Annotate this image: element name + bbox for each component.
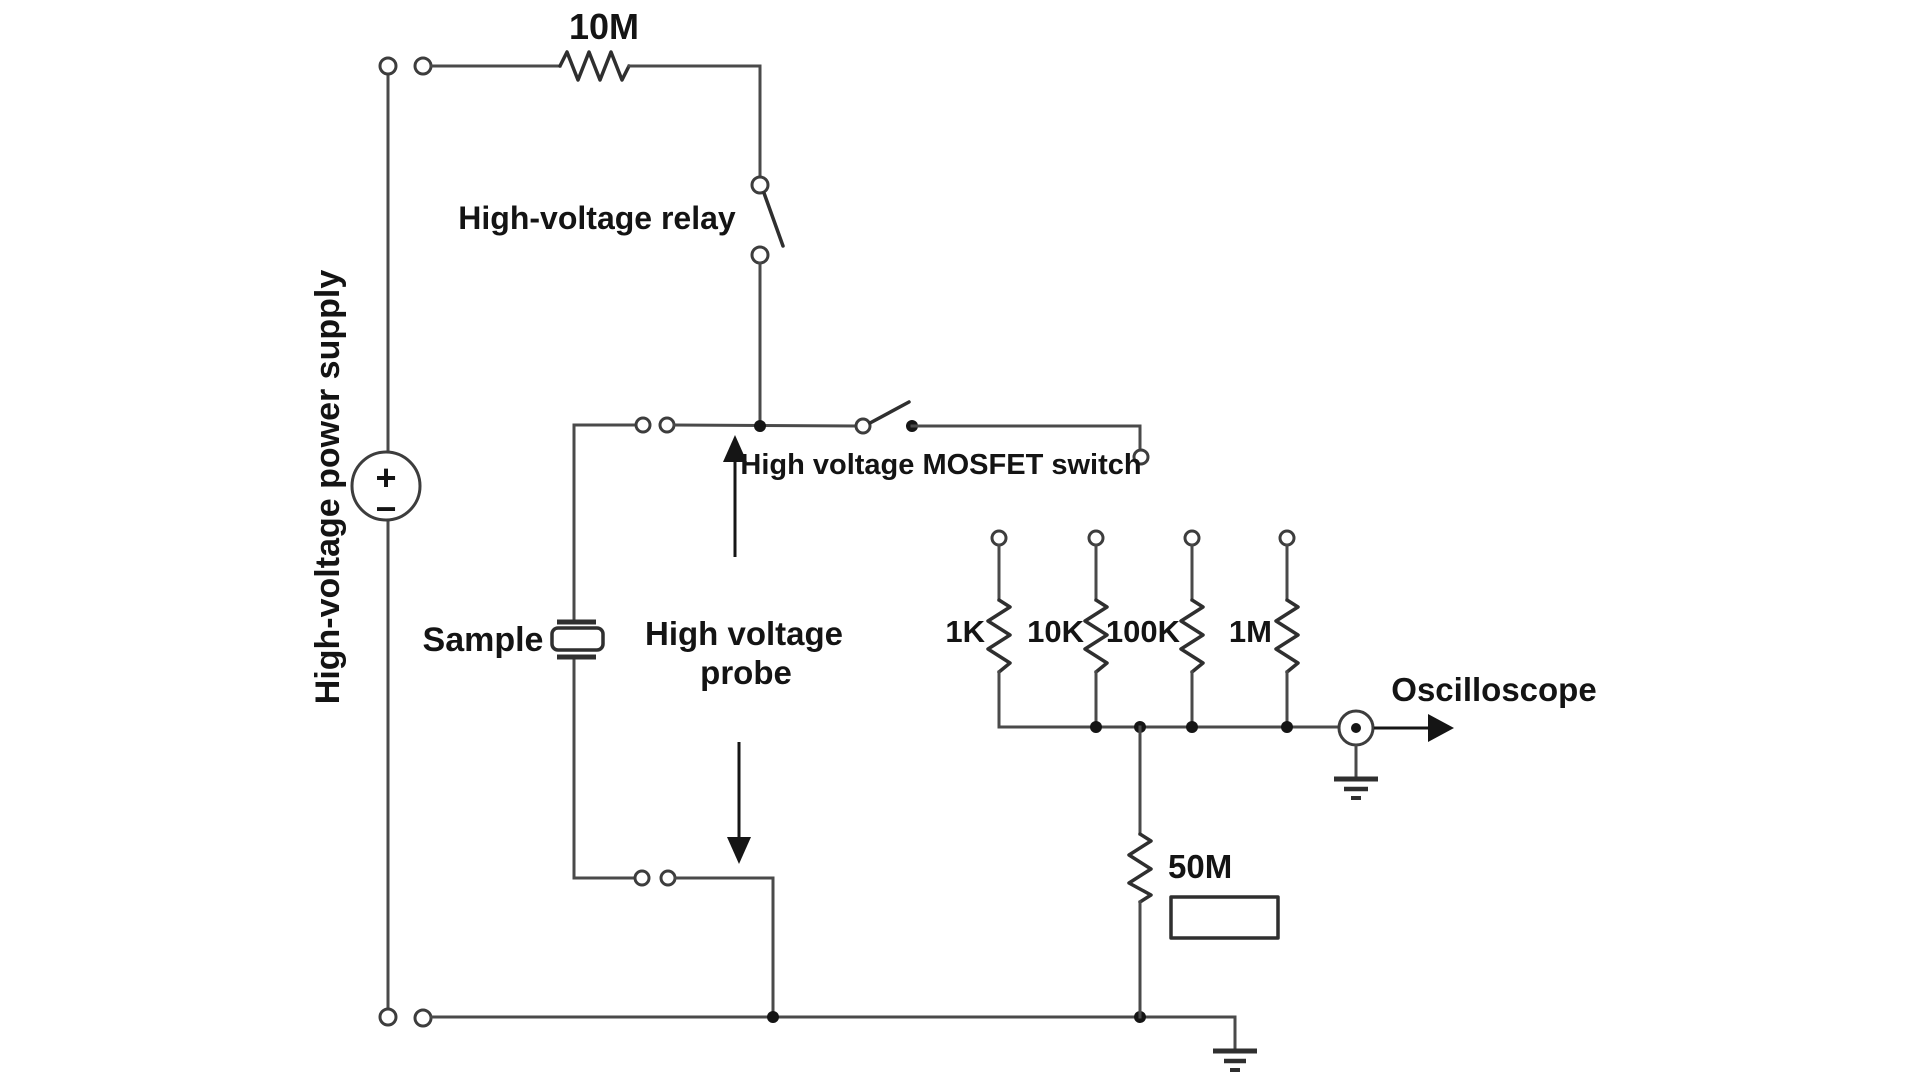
resistor-100k-value: 100K	[1106, 614, 1181, 649]
resistor-1k: 1K	[945, 529, 1012, 729]
mosfet-contact-left	[854, 417, 872, 435]
resistor-1m: 1M	[1229, 529, 1300, 729]
terminal-sample-bottom-b	[659, 869, 677, 887]
power-supply-branch: + − High-voltage power supply	[309, 56, 433, 1028]
bottom-bus	[429, 1011, 1257, 1072]
sample-body	[550, 626, 605, 652]
terminal-supply-top-left	[378, 56, 398, 76]
high-voltage-probe: High voltage probe	[645, 435, 843, 864]
junction-sample-bus	[767, 1011, 779, 1023]
probe-arrow-down-head	[727, 837, 751, 864]
relay-contact-top	[750, 175, 770, 195]
junction-1m	[1281, 721, 1293, 733]
relay-blade	[762, 191, 785, 248]
resistor-100k: 100K	[1106, 529, 1205, 729]
wire-top-right	[627, 64, 762, 179]
resistor-10k: 10K	[1027, 529, 1109, 729]
resistor-10k-value: 10K	[1027, 614, 1084, 649]
plus-sign: +	[375, 457, 396, 498]
junction-relay-mid	[754, 420, 766, 432]
high-voltage-relay-switch: High-voltage relay	[458, 175, 785, 422]
terminal-sample-top-a	[634, 416, 652, 434]
mosfet-switch: High voltage MOSFET switch	[740, 400, 1150, 481]
oscilloscope-output: Oscilloscope	[1334, 671, 1597, 800]
relay-label: High-voltage relay	[458, 200, 736, 236]
voltage-source-symbol	[350, 450, 422, 522]
resistor-1k-zigzag	[986, 598, 1012, 674]
terminal-1k	[990, 529, 1008, 547]
terminal-sample-top-b	[658, 416, 676, 434]
feedback-resistor-50m: 50M	[1127, 725, 1280, 1019]
minus-sign: −	[375, 488, 396, 529]
series-resistor-10m: 10M	[429, 6, 762, 179]
resistor-50m-zigzag	[1127, 832, 1153, 904]
oscilloscope-label: Oscilloscope	[1391, 671, 1596, 708]
scope-arrow-head	[1428, 714, 1454, 742]
resistor-1k-value: 1K	[945, 614, 985, 649]
terminal-10k	[1087, 529, 1105, 547]
resistor-10k-zigzag	[1083, 598, 1109, 674]
ground-symbol-main	[1213, 1048, 1257, 1072]
probe-arrow-up-head	[723, 435, 747, 462]
shunt-resistor-bank: 1K 10K 100K 1M	[945, 529, 1341, 733]
power-supply-label: High-voltage power supply	[309, 270, 347, 705]
resistor-50m-value: 50M	[1168, 848, 1232, 885]
unlabeled-box	[1169, 895, 1280, 940]
mosfet-blade	[868, 400, 911, 425]
mosfet-label: High voltage MOSFET switch	[740, 449, 1141, 481]
wire-bottom-bus	[429, 1015, 1237, 1050]
terminal-supply-bottom-right	[413, 1008, 433, 1028]
terminal-supply-top-right	[413, 56, 433, 76]
sample-component: Sample	[423, 619, 775, 1018]
mosfet-gate-terminal	[1132, 448, 1150, 466]
resistor-10m-zigzag	[558, 50, 631, 82]
relay-contact-bottom	[750, 245, 770, 265]
terminal-1m	[1278, 529, 1296, 547]
terminal-supply-bottom-left	[378, 1007, 398, 1027]
terminal-100k	[1183, 529, 1201, 547]
ground-symbol-scope	[1334, 744, 1378, 800]
wire-mosfet-right	[910, 424, 1142, 451]
probe-label-line1: High voltage	[645, 615, 843, 652]
mid-node-wiring	[572, 416, 858, 622]
wire-sample-return	[673, 876, 775, 1018]
resistor-1m-zigzag	[1274, 598, 1300, 674]
resistor-10m-value: 10M	[569, 6, 639, 47]
probe-label-line2: probe	[700, 654, 792, 691]
bnc-center-pin	[1351, 723, 1361, 733]
wire-sample-top-branch	[572, 423, 638, 622]
junction-100k	[1186, 721, 1198, 733]
resistor-1m-value: 1M	[1229, 614, 1272, 649]
resistor-100k-zigzag	[1179, 598, 1205, 674]
junction-10k	[1090, 721, 1102, 733]
wire-sample-bottom-branch	[572, 659, 637, 880]
terminal-sample-bottom-a	[633, 869, 651, 887]
sample-label: Sample	[423, 621, 544, 659]
